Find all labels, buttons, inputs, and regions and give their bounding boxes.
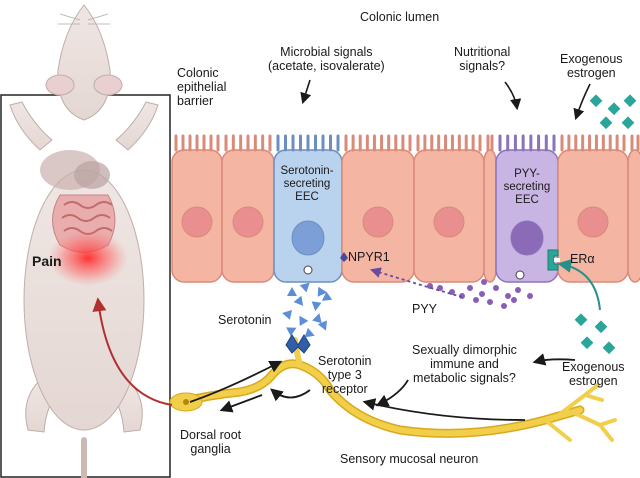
pyy-molecule (481, 279, 487, 285)
serotonin-molecule (311, 301, 322, 311)
serotonin-molecule (317, 286, 327, 297)
sensory-mucosal-neuron (169, 334, 617, 442)
nutritional-signals-label: Nutritional signals? (454, 45, 510, 73)
serotonin-molecule (282, 309, 292, 320)
barrier-line-1: Colonic (177, 66, 219, 80)
npyr1-receptor (340, 252, 348, 262)
pyy-molecule (493, 285, 499, 291)
drg-label: Dorsal root ganglia (180, 428, 241, 456)
serotonin-label: Serotonin (218, 313, 272, 327)
dimorphic-line-2: immune and (430, 357, 499, 371)
pyy-molecule (467, 285, 473, 291)
pyy-molecule (527, 293, 533, 299)
cell-nucleus (181, 206, 213, 238)
pyy-eec-label: PYY- secreting EEC (497, 168, 557, 207)
serotonin-molecule (317, 320, 328, 331)
cell-nucleus (232, 206, 264, 238)
serotonin-molecule (312, 313, 322, 324)
estrogen-molecules-top (589, 94, 637, 130)
epithelial-cell (483, 149, 497, 283)
pyy-molecule (511, 297, 517, 303)
barrier-line-3: barrier (177, 94, 214, 108)
estrogen-top-line-2: estrogen (566, 66, 616, 80)
cell-nucleus (433, 206, 465, 238)
serotonin-molecule (304, 327, 315, 338)
cell-nucleus (291, 220, 325, 256)
pyy-eec-line-3: EEC (515, 194, 539, 206)
receptor-label: Serotonin type 3 receptor (318, 354, 372, 396)
serotonin-molecule (293, 295, 304, 306)
barrier-line-2: epithelial (177, 80, 227, 94)
pyy-molecule (487, 299, 493, 305)
arrows (92, 79, 601, 421)
serotonin-molecule (321, 291, 333, 301)
serotonin-eec-line-3: EEC (295, 191, 319, 203)
pyy-molecule (479, 291, 485, 297)
cell-nucleus (577, 206, 609, 238)
pyy-molecule (501, 303, 507, 309)
microbial-signals-label: Microbial signals (acetate, isovalerate) (268, 45, 385, 73)
microbial-line-2: (acetate, isovalerate) (268, 59, 385, 73)
pyy-molecule (505, 293, 511, 299)
drg-line-1: Dorsal root (180, 428, 242, 442)
serotonin-eec-line-2: secreting (283, 178, 331, 190)
serotonin-molecule (299, 315, 309, 327)
pyy-eec-line-2: secreting (503, 181, 551, 193)
npyr1-label: NPYR1 (348, 250, 390, 264)
cell-nucleus (362, 206, 394, 238)
receptor-line-2: type 3 (327, 368, 362, 382)
er-alpha-receptor (547, 249, 560, 271)
pain-label: Pain (32, 253, 62, 269)
exogenous-estrogen-bottom-label: Exogenous estrogen (562, 360, 625, 388)
pyy-eec-line-1: PYY- (514, 168, 540, 180)
dimorphic-line-1: Sexually dimorphic (412, 343, 517, 357)
serotonin-molecule (287, 287, 297, 296)
nutritional-line-1: Nutritional (454, 45, 511, 59)
drg-line-2: ganglia (190, 442, 231, 456)
rat-panel (0, 4, 171, 478)
serotonin-molecule (299, 282, 310, 293)
serotonin-molecule (286, 327, 297, 337)
cell-nucleus (510, 220, 544, 256)
pyy-label: PYY (412, 302, 438, 316)
estrogen-molecules-bottom (574, 313, 616, 355)
barrier-label: Colonic epithelial barrier (177, 66, 226, 108)
secretory-vesicle (515, 270, 525, 280)
pyy-molecules (427, 279, 533, 309)
dimorphic-line-3: metabolic signals? (413, 371, 516, 385)
receptor-line-1: Serotonin (318, 354, 372, 368)
pyy-molecule (515, 287, 521, 293)
epithelium (171, 134, 640, 283)
nutritional-line-2: signals? (459, 59, 506, 73)
colonic-lumen-label: Colonic lumen (360, 10, 440, 24)
pyy-molecule (473, 297, 479, 303)
serotonin-eec-label: Serotonin- secreting EEC (273, 165, 341, 204)
secretory-vesicle (303, 265, 313, 275)
serotonin-eec-line-1: Serotonin- (280, 165, 334, 177)
estrogen-bottom-line-1: Exogenous (562, 360, 625, 374)
epithelial-cell (627, 149, 640, 283)
receptor-line-3: receptor (321, 382, 368, 396)
microbial-line-1: Microbial signals (280, 45, 373, 59)
sensory-neuron-label: Sensory mucosal neuron (340, 452, 479, 466)
exogenous-estrogen-top-label: Exogenous estrogen (560, 52, 623, 80)
estrogen-bottom-line-2: estrogen (568, 374, 618, 388)
dimorphic-signals-label: Sexually dimorphic immune and metabolic … (412, 343, 517, 385)
er-alpha-label: ERα (570, 252, 595, 266)
serotonin-molecules (282, 282, 333, 338)
estrogen-top-line-1: Exogenous (560, 52, 623, 66)
